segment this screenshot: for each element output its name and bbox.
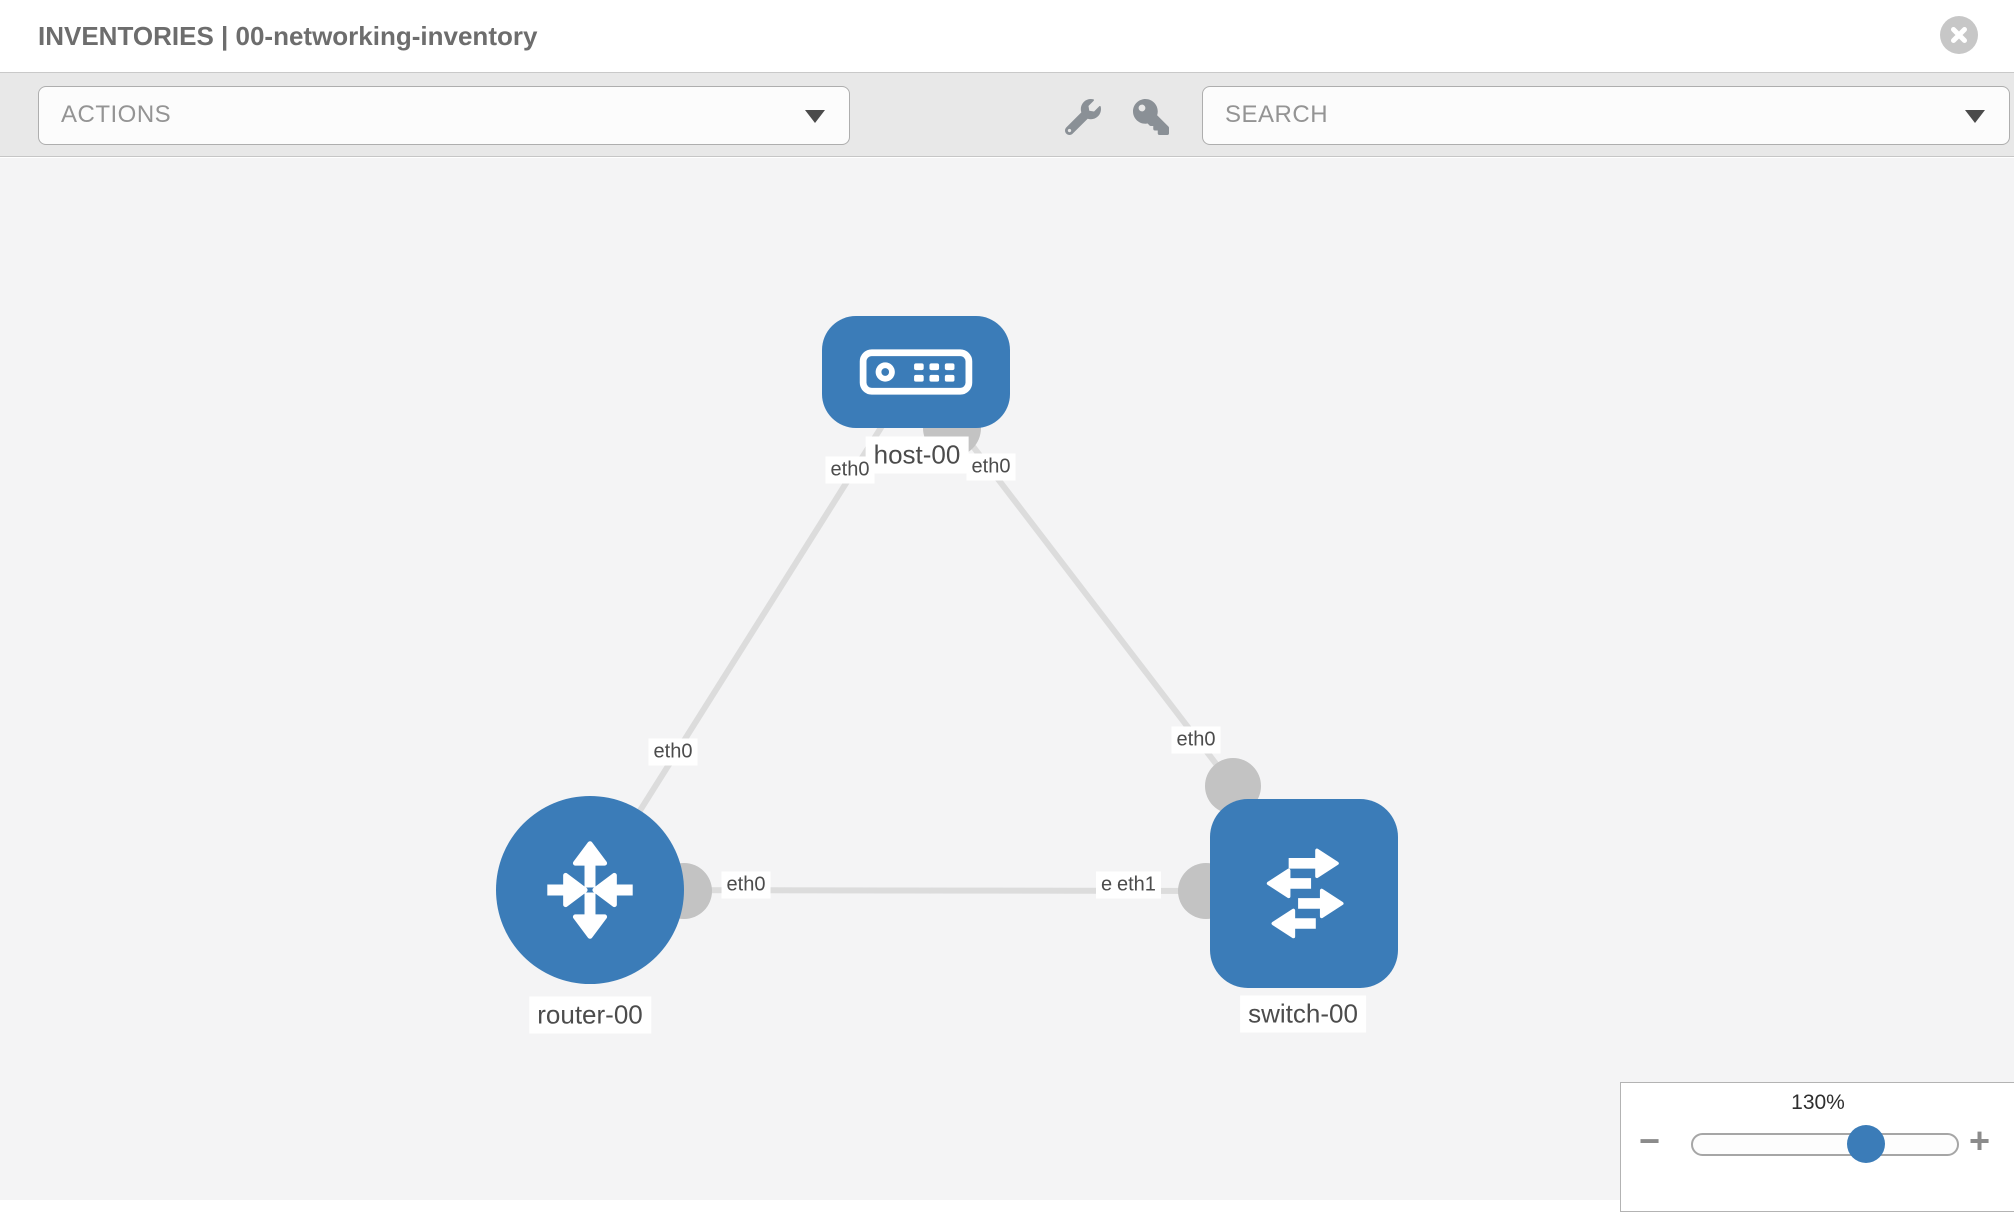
node-router-00[interactable]: [496, 796, 684, 984]
if-label-switch-uplink: eth0: [1171, 726, 1221, 754]
router-icon: [529, 829, 651, 951]
wrench-icon: [1065, 99, 1101, 135]
if-label-host-right: eth0: [966, 453, 1016, 481]
configure-button[interactable]: [1063, 97, 1103, 137]
zoom-slider-thumb[interactable]: [1847, 1125, 1885, 1163]
zoom-slider-track[interactable]: [1691, 1125, 1959, 1163]
chevron-down-icon: [1965, 109, 1985, 123]
credentials-button[interactable]: [1131, 97, 1171, 137]
chevron-down-icon: [805, 109, 825, 123]
host-icon: [858, 347, 974, 397]
zoom-in-button[interactable]: +: [1969, 1120, 1991, 1161]
toolbar: ACTIONS SEARCH: [0, 73, 2014, 157]
search-dropdown[interactable]: SEARCH: [1202, 86, 2010, 145]
close-icon: [1949, 25, 1969, 45]
actions-dropdown-label: ACTIONS: [61, 101, 172, 128]
node-host-00[interactable]: [822, 316, 1010, 428]
header-bar: INVENTORIES | 00-networking-inventory: [0, 0, 2014, 73]
if-label-host-left: eth0: [825, 456, 875, 484]
topology-canvas[interactable]: host-00 router-00 switch-00 eth0 eth0 et…: [0, 158, 2014, 1200]
switch-icon: [1245, 835, 1363, 953]
node-label-router: router-00: [529, 996, 651, 1034]
key-icon: [1133, 99, 1169, 135]
close-button[interactable]: [1940, 16, 1978, 54]
node-label-switch: switch-00: [1240, 995, 1366, 1033]
page-title: INVENTORIES | 00-networking-inventory: [38, 21, 538, 51]
zoom-panel: 130% − +: [1620, 1082, 2014, 1212]
if-label-switch-left: eth1: [1112, 871, 1161, 899]
if-label-router-uplink: eth0: [648, 738, 698, 766]
zoom-level: 130%: [1791, 1091, 1845, 1114]
node-label-host: host-00: [865, 436, 969, 474]
node-switch-00[interactable]: [1210, 799, 1398, 988]
actions-dropdown[interactable]: ACTIONS: [38, 86, 850, 145]
links-layer: [587, 370, 1261, 919]
if-label-router-right: eth0: [721, 871, 771, 899]
zoom-out-button[interactable]: −: [1639, 1120, 1661, 1161]
search-dropdown-label: SEARCH: [1225, 101, 1329, 128]
